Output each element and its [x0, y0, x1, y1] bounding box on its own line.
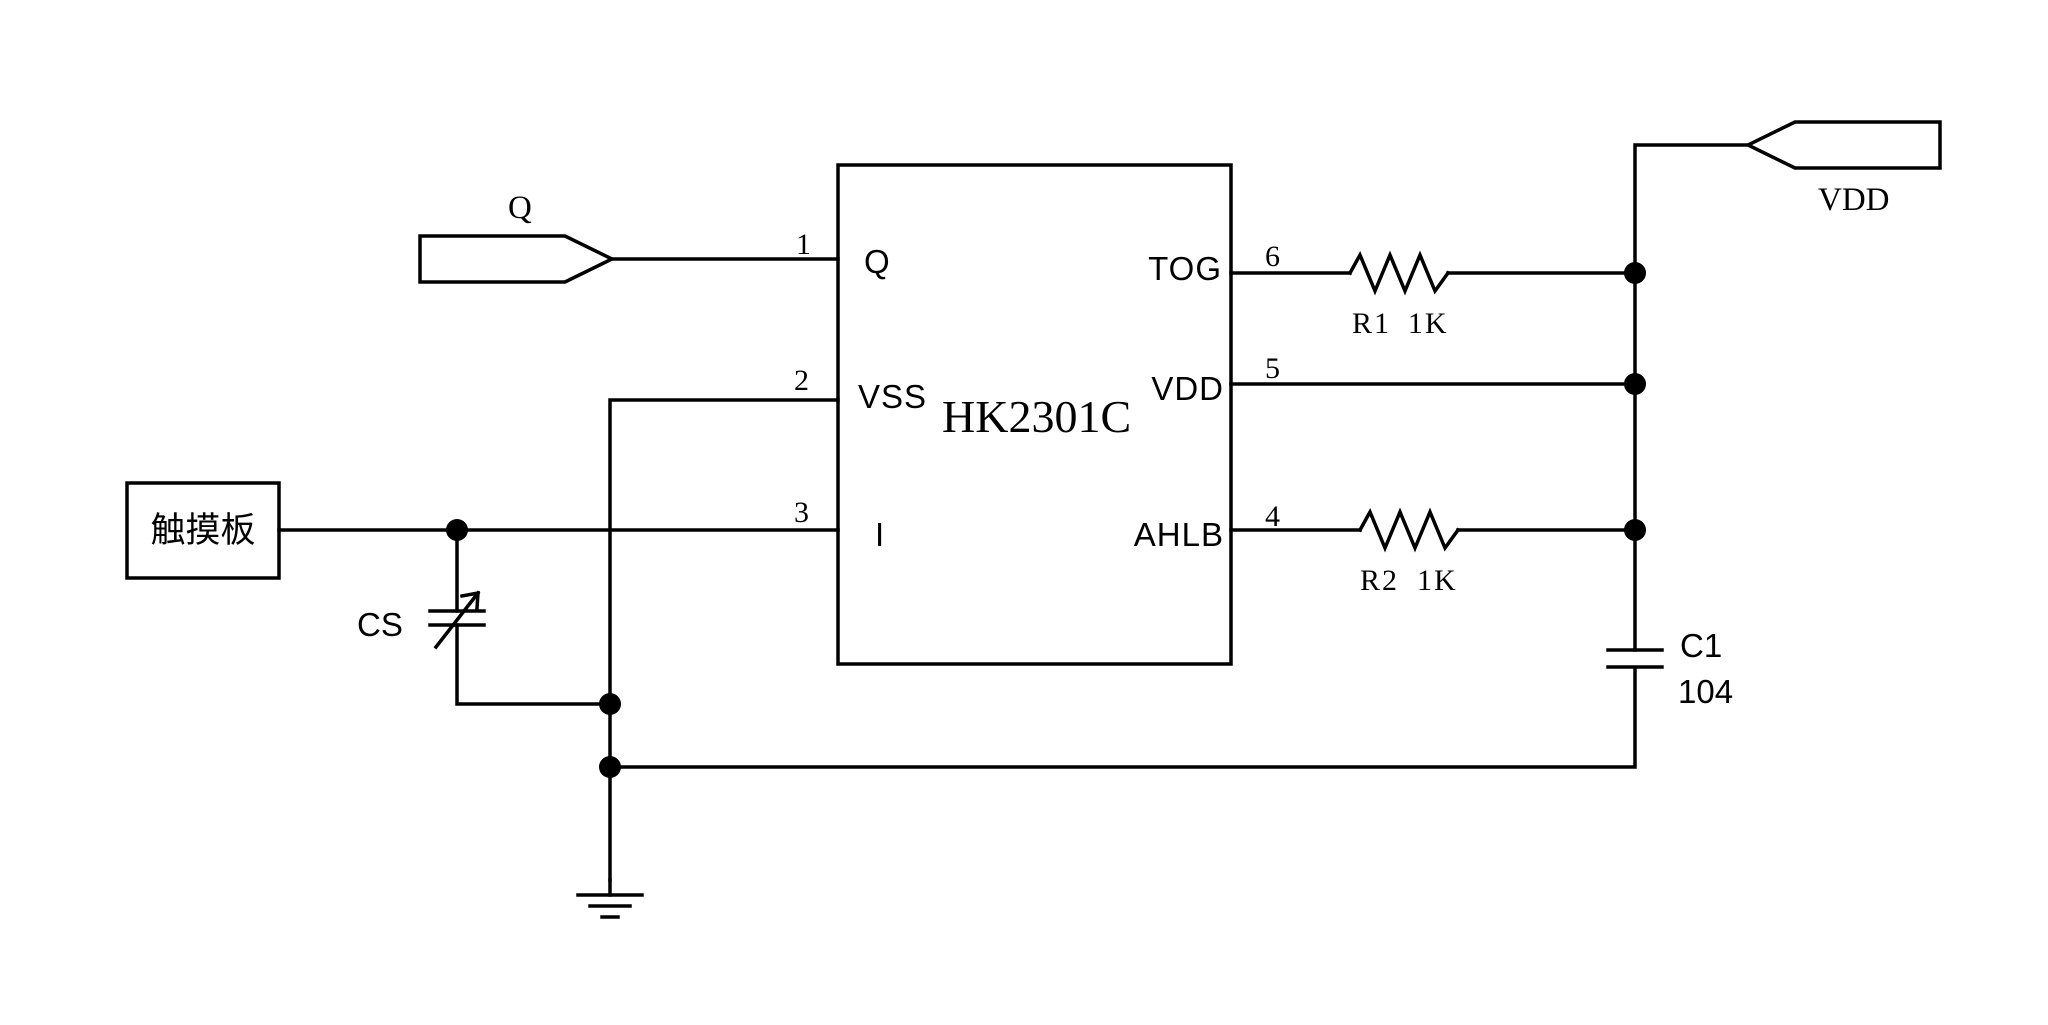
r2-value: 1K: [1417, 564, 1458, 597]
r1-value: 1K: [1408, 307, 1449, 340]
q-port-arrow: [418, 234, 616, 284]
cs-label: CS: [357, 606, 403, 643]
pin5-number: 5: [1265, 352, 1280, 385]
c1-ref: C1: [1680, 627, 1722, 664]
pin6-number: 6: [1265, 240, 1280, 273]
pin4-number: 4: [1265, 500, 1280, 533]
pin1-number: 1: [796, 228, 811, 261]
variable-capacitor-icon: [428, 590, 486, 650]
r2-ref: R2: [1360, 564, 1399, 597]
r1-resistor-icon: [1347, 250, 1451, 296]
ground-icon: [576, 878, 644, 919]
wire-cs: [455, 528, 612, 706]
r2-label: R2 1K: [1360, 564, 1458, 597]
vdd-port-label: VDD: [1818, 182, 1890, 218]
pin1-name: Q: [864, 243, 891, 280]
touch-pad-box: [125, 481, 281, 580]
capacitor-icon: [1606, 648, 1664, 669]
ic-body: [836, 163, 1233, 666]
wire-ground-bus: [608, 666, 1637, 769]
pin2-name: VSS: [858, 378, 927, 415]
pin4-name: AHLB: [1134, 516, 1224, 553]
touch-pad-label: 触摸板: [150, 511, 255, 550]
wire-vdd-rail: [1633, 143, 1750, 652]
pin6-name: TOG: [1148, 250, 1222, 287]
wire-vss: [608, 398, 840, 882]
junction-ahlb: [1624, 519, 1646, 541]
pin5-name: VDD: [1151, 370, 1224, 407]
junction-ground-bus: [599, 756, 621, 778]
pin3-name: I: [875, 516, 885, 553]
junction-vdd-pin: [1624, 373, 1646, 395]
pin3-number: 3: [794, 496, 809, 529]
pin2-number: 2: [794, 364, 809, 397]
junction-tog: [1624, 262, 1646, 284]
r1-ref: R1: [1352, 307, 1390, 340]
r2-resistor-icon: [1357, 507, 1461, 553]
vdd-port-arrow: [1744, 120, 1942, 170]
r1-label: R1 1K: [1352, 307, 1449, 340]
q-port-label: Q: [508, 190, 532, 226]
ic-name: HK2301C: [942, 391, 1131, 442]
c1-value: 104: [1678, 673, 1733, 710]
